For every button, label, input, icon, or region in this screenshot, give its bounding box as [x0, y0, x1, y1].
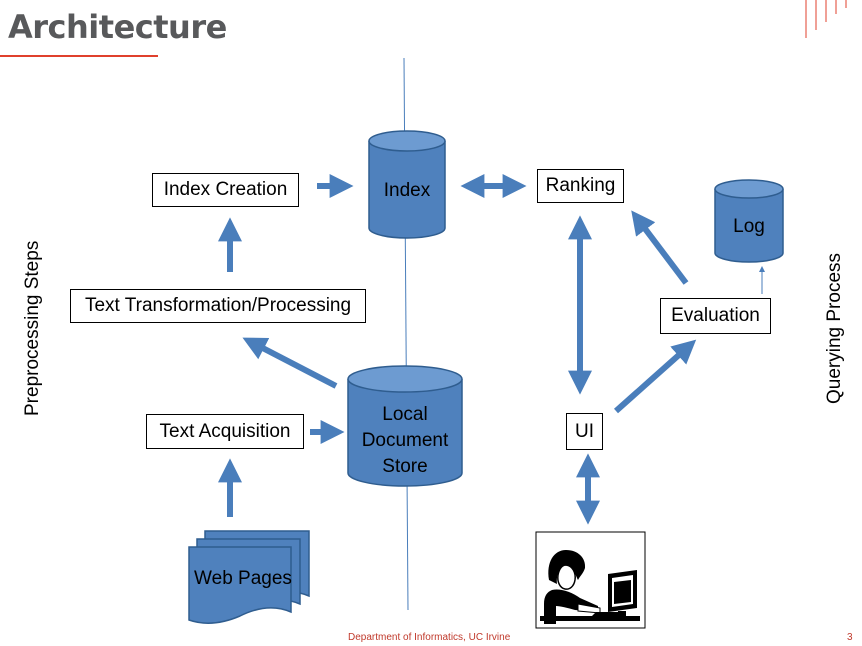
local-document-store-cylinder	[347, 365, 463, 487]
log-cylinder	[714, 179, 784, 263]
slide-title: Architecture	[8, 8, 227, 46]
arrow-store-to-transform	[242, 337, 338, 389]
node-web-pages-label: Web Pages	[194, 568, 292, 589]
node-ui: UI	[566, 413, 603, 450]
decorative-corner-lines	[805, 0, 847, 38]
page-number: 3	[847, 632, 853, 643]
arrow-evaluation-to-ranking	[631, 210, 689, 285]
node-text-transformation: Text Transformation/Processing	[70, 289, 366, 323]
node-index-label: Index	[383, 180, 431, 201]
node-ranking: Ranking	[537, 169, 624, 203]
arrow-ui-to-evaluation	[614, 339, 697, 414]
store-label-line-1: Local	[382, 404, 428, 425]
node-evaluation: Evaluation	[660, 298, 771, 334]
person-at-computer-icon	[535, 531, 646, 629]
node-text-acquisition: Text Acquisition	[146, 414, 304, 449]
side-label-preprocessing: Preprocessing Steps	[22, 240, 43, 416]
store-label-line-2: Document	[361, 430, 449, 451]
footer-department: Department of Informatics, UC Irvine	[348, 632, 511, 643]
title-underline	[0, 55, 158, 57]
web-pages-document-stack	[188, 530, 310, 624]
side-label-querying: Querying Process	[824, 252, 845, 404]
node-index-creation: Index Creation	[152, 173, 299, 207]
node-local-document-store-label: Local Document Store	[348, 402, 462, 480]
index-cylinder	[368, 130, 446, 239]
store-label-line-3: Store	[382, 456, 428, 477]
node-log-label: Log	[733, 216, 765, 237]
arrows	[218, 174, 697, 525]
